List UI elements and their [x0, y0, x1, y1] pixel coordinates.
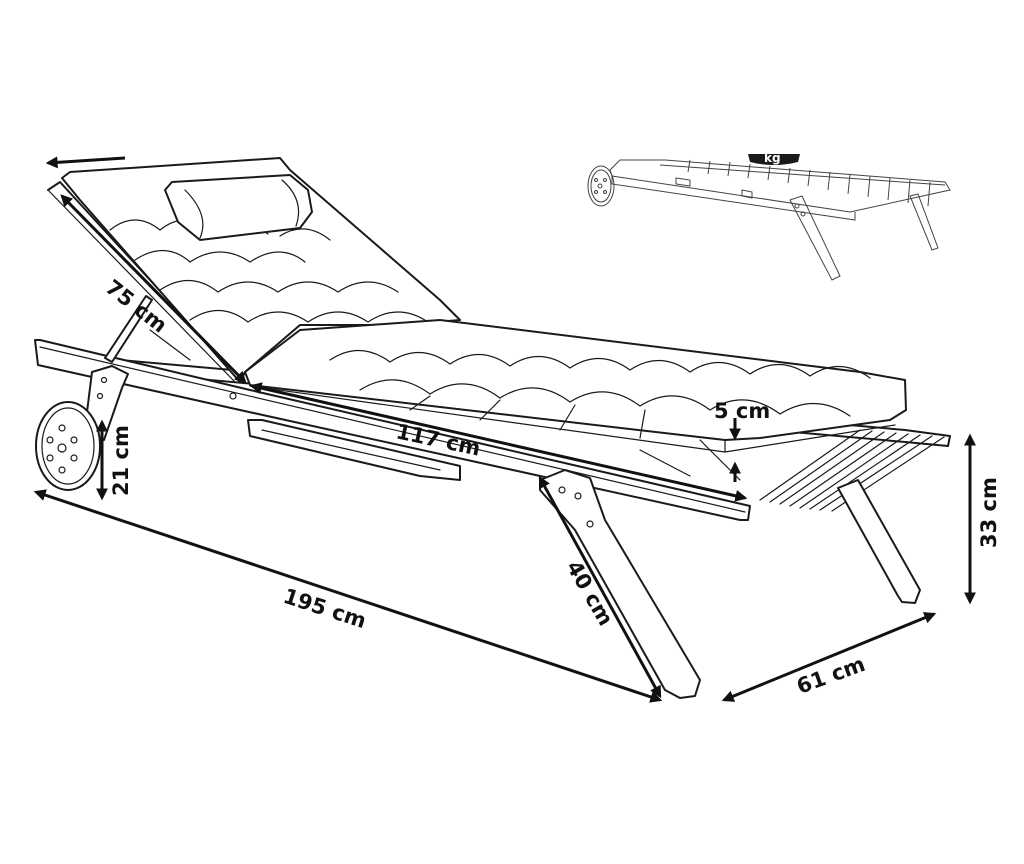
- folded-lounger-inset: [587, 154, 951, 281]
- wheel: [35, 401, 101, 491]
- dim-label-thickness: 5 cm: [714, 399, 770, 423]
- seat-slats: [639, 429, 945, 512]
- inset-slats: [687, 159, 931, 207]
- dim-label-width: 61 cm: [794, 652, 869, 699]
- dim-label-wheel-height: 21 cm: [109, 425, 133, 496]
- inset-weight-label: kg: [764, 151, 781, 165]
- rear-leg-far: [837, 479, 921, 604]
- sun-lounger-drawing: [34, 157, 951, 699]
- dim-label-length: 195 cm: [280, 584, 369, 633]
- dim-label-height: 33 cm: [977, 477, 1001, 548]
- weight-tag: [748, 154, 800, 165]
- dimension-lines: [33, 156, 976, 703]
